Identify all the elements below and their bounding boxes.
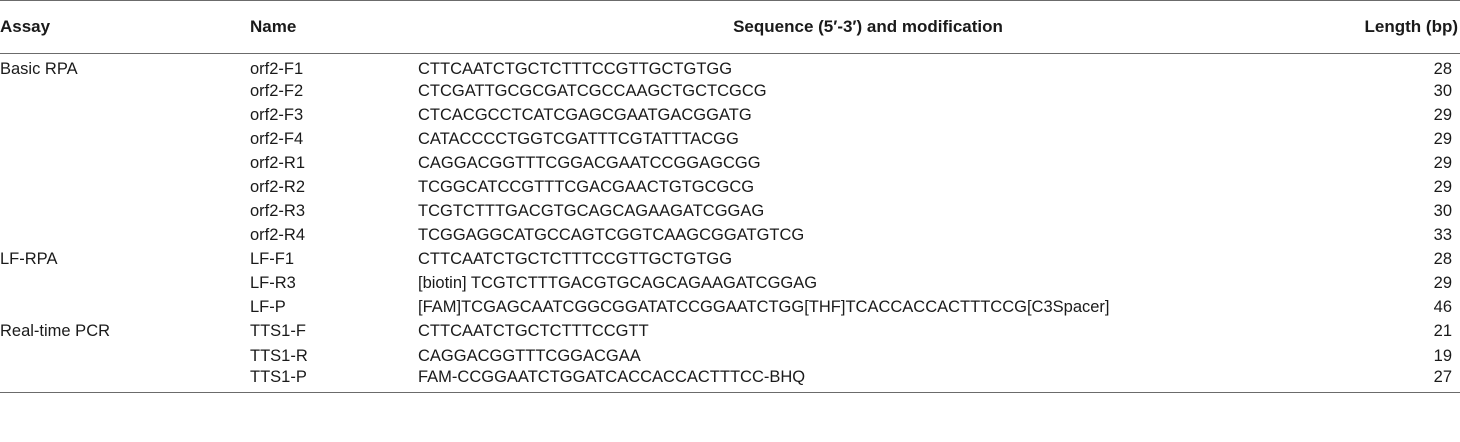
cell-name: TTS1-F: [250, 322, 306, 341]
cell-sequence: FAM-CCGGAATCTGGATCACCACCACTTTCC-BHQ: [418, 368, 1318, 393]
table-row: orf2-F3 CTCACGCCTCATCGAGCGAATGACGGATG 29: [0, 103, 1460, 127]
cell-assay: [0, 368, 248, 393]
cell-length: 28: [1433, 250, 1452, 269]
cell-sequence: TCGGAGGCATGCCAGTCGGTCAAGCGGATGTCG: [418, 226, 805, 245]
cell-length: 29: [1433, 274, 1452, 293]
cell-name: orf2-R3: [250, 202, 306, 221]
header-assay: Assay: [0, 0, 248, 54]
cell-length: 30: [1433, 81, 1452, 100]
cell-name: TTS1-P: [248, 368, 418, 393]
cell-name: LF-R3: [250, 274, 296, 293]
cell-name: orf2-F2: [250, 81, 304, 100]
table-row: LF-P [FAM]TCGAGCAATCGGCGGATATCCGGAATCTGG[…: [0, 296, 1460, 320]
cell-sequence: [biotin] TCGTCTTTGACGTGCAGCAGAAGATCGGAG: [418, 274, 818, 293]
cell-length: 21: [1433, 322, 1452, 341]
cell-length: 28: [1433, 60, 1452, 78]
cell-name: orf2-F4: [250, 129, 304, 148]
cell-name: orf2-R4: [250, 226, 306, 245]
cell-name: orf2-R1: [250, 153, 306, 172]
table-row: orf2-F2 CTCGATTGCGCGATCGCCAAGCTGCTCGCG 30: [0, 79, 1460, 103]
cell-assay: [0, 344, 248, 368]
header-sequence: Sequence (5′-3′) and modification: [418, 0, 1318, 54]
cell-length: 27: [1318, 368, 1460, 393]
cell-name: TTS1-R: [250, 346, 308, 365]
primer-probe-table: Assay Name Sequence (5′-3′) and modifica…: [0, 0, 1460, 393]
cell-assay: [0, 151, 248, 175]
cell-length: 19: [1433, 346, 1452, 365]
cell-sequence: CAGGACGGTTTCGGACGAA: [418, 346, 641, 365]
cell-length: 33: [1433, 226, 1452, 245]
table-row: LF-RPA LF-F1 CTTCAATCTGCTCTTTCCGTTGCTGTGG 2…: [0, 248, 1460, 272]
cell-name: orf2-R2: [250, 177, 306, 196]
header-name: Name: [248, 0, 418, 54]
table-row: orf2-R2 TCGGCATCCGTTTCGACGAACTGTGCGCG 29: [0, 175, 1460, 199]
cell-assay: LF-RPA: [0, 250, 58, 269]
cell-sequence: CTCACGCCTCATCGAGCGAATGACGGATG: [418, 105, 752, 124]
table-row: orf2-R4 TCGGAGGCATGCCAGTCGGTCAAGCGGATGTCG…: [0, 224, 1460, 248]
header-length: Length (bp): [1318, 0, 1460, 54]
cell-sequence: CTTCAATCTGCTCTTTCCGTTGCTGTGG: [418, 60, 733, 78]
cell-assay: [0, 224, 248, 248]
cell-assay: [0, 272, 248, 296]
cell-name: orf2-F3: [250, 105, 304, 124]
cell-sequence: TCGGCATCCGTTTCGACGAACTGTGCGCG: [418, 177, 755, 196]
cell-sequence: CATACCCCTGGTCGATTTCGTATTTACGG: [418, 129, 739, 148]
cell-length: 29: [1433, 177, 1452, 196]
cell-sequence: CAGGACGGTTTCGGACGAATCCGGAGCGG: [418, 153, 761, 172]
cell-assay: [0, 199, 248, 223]
cell-length: 46: [1433, 298, 1452, 317]
cell-assay: [0, 103, 248, 127]
table-row: orf2-R3 TCGTCTTTGACGTGCAGCAGAAGATCGGAG 30: [0, 199, 1460, 223]
cell-name: LF-P: [250, 298, 286, 317]
cell-assay: [0, 79, 248, 103]
cell-name: orf2-F1: [250, 60, 304, 78]
table-row: orf2-F4 CATACCCCTGGTCGATTTCGTATTTACGG 29: [0, 127, 1460, 151]
cell-assay: [0, 296, 248, 320]
cell-length: 30: [1433, 202, 1452, 221]
cell-sequence: CTTCAATCTGCTCTTTCCGTTGCTGTGG: [418, 250, 733, 269]
table-header: Assay Name Sequence (5′-3′) and modifica…: [0, 0, 1460, 54]
table-row: orf2-R1 CAGGACGGTTTCGGACGAATCCGGAGCGG 29: [0, 151, 1460, 175]
table-row: TTS1-R CAGGACGGTTTCGGACGAA 19: [0, 344, 1460, 368]
cell-assay: [0, 175, 248, 199]
cell-name: LF-F1: [250, 250, 295, 269]
cell-sequence: CTCGATTGCGCGATCGCCAAGCTGCTCGCG: [418, 81, 767, 100]
cell-assay: Real-time PCR: [0, 322, 111, 341]
cell-sequence: TCGTCTTTGACGTGCAGCAGAAGATCGGAG: [418, 202, 765, 221]
cell-assay: Basic RPA: [0, 60, 78, 78]
cell-assay: [0, 127, 248, 151]
table-row: LF-R3 [biotin] TCGTCTTTGACGTGCAGCAGAAGATC…: [0, 272, 1460, 296]
header-row: Assay Name Sequence (5′-3′) and modifica…: [0, 0, 1460, 54]
cell-length: 29: [1433, 153, 1452, 172]
table-row: Basic RPA orf2-F1 CTTCAATCTGCTCTTTCCGTTGCT…: [0, 54, 1460, 80]
cell-sequence: [FAM]TCGAGCAATCGGCGGATATCCGGAATCTGG[THF]…: [418, 298, 1110, 317]
table-row: Real-time PCR TTS1-F CTTCAATCTGCTCTTTCCGTT…: [0, 320, 1460, 344]
cell-sequence: CTTCAATCTGCTCTTTCCGTT: [418, 322, 649, 341]
cell-length: 29: [1433, 105, 1452, 124]
cell-length: 29: [1433, 129, 1452, 148]
